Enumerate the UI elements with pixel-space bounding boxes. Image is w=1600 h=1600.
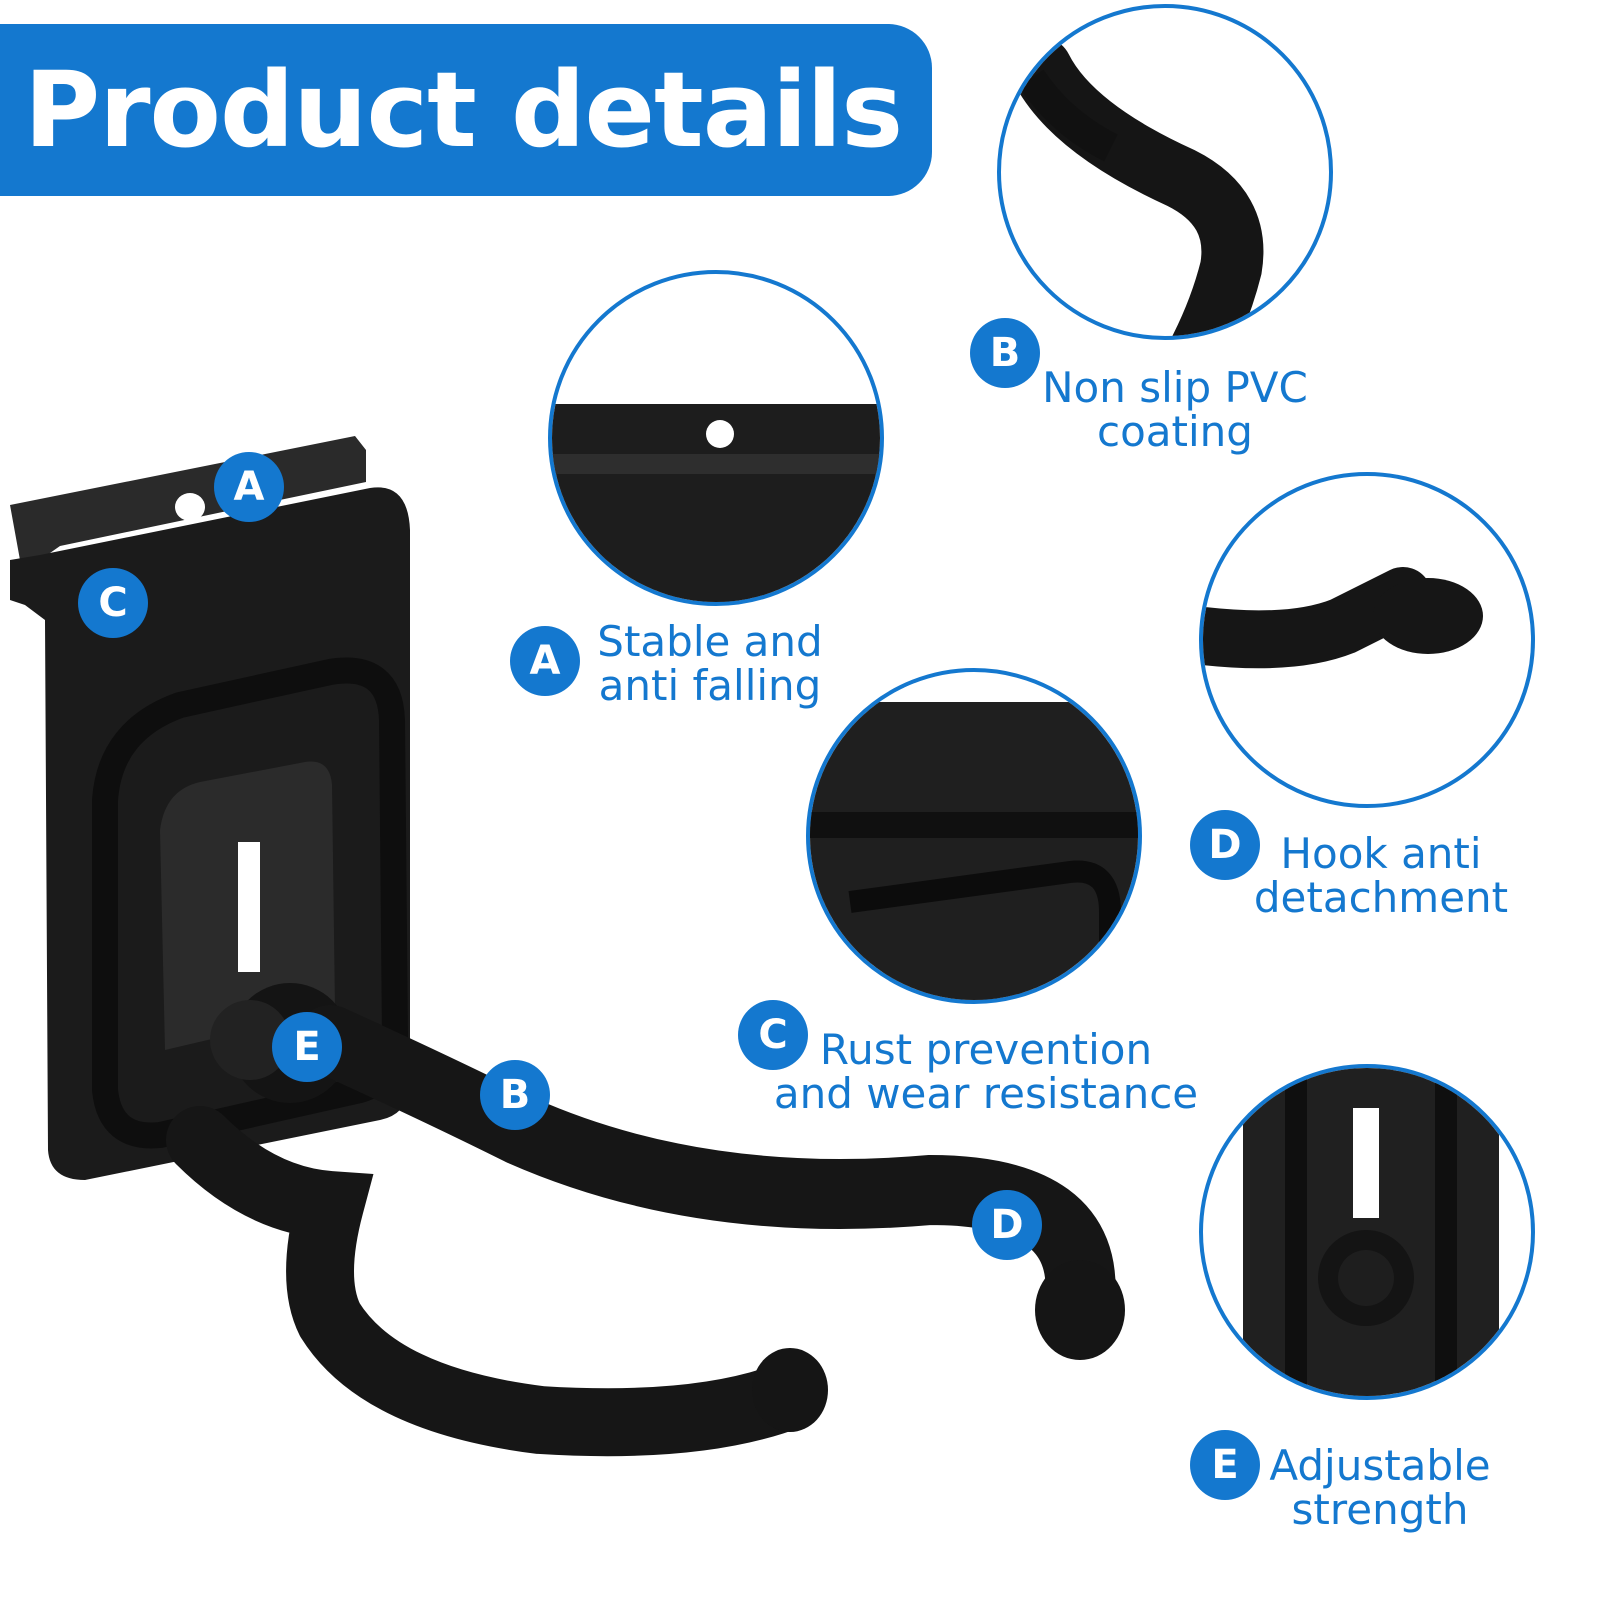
page-title: Product details	[24, 49, 903, 171]
detail-d-badge: D	[1190, 810, 1260, 880]
detail-circle-d	[1199, 472, 1535, 808]
detail-c-badge: C	[738, 1000, 808, 1070]
product-badge-e: E	[272, 1012, 342, 1082]
product-badge-d: D	[972, 1190, 1042, 1260]
detail-circle-b	[997, 4, 1333, 340]
detail-circle-c	[806, 668, 1142, 1004]
title-banner: Product details	[0, 24, 932, 196]
product-badge-c: C	[78, 568, 148, 638]
detail-e-badge: E	[1190, 1430, 1260, 1500]
hook-arm-right	[295, 1005, 1116, 1335]
detail-circle-a	[548, 270, 884, 606]
detail-a-badge: A	[510, 626, 580, 696]
product-badge-a: A	[214, 452, 284, 522]
detail-circle-e	[1199, 1064, 1535, 1400]
detail-b-badge: B	[970, 318, 1040, 388]
hook-arm-left	[166, 1106, 824, 1457]
product-badge-b: B	[480, 1060, 550, 1130]
adjust-slot	[238, 842, 260, 972]
mount-hole	[175, 493, 205, 521]
